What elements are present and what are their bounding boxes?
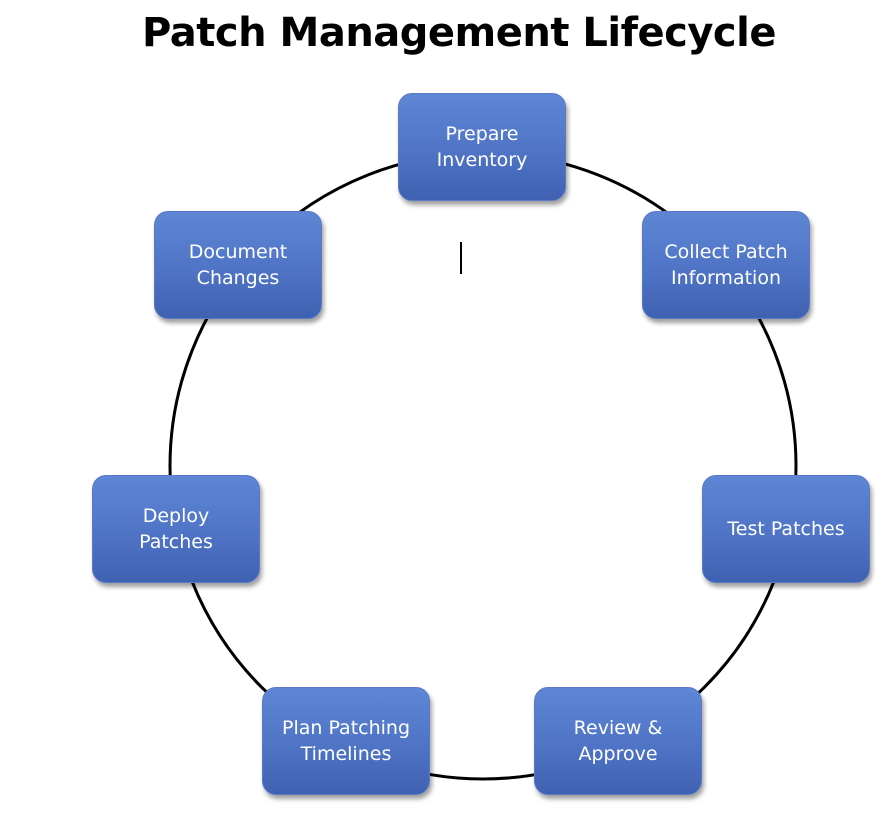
- step-collect-patch-information[interactable]: Collect Patch Information: [642, 211, 810, 319]
- step-deploy-patches[interactable]: Deploy Patches: [92, 475, 260, 583]
- diagram-title: Patch Management Lifecycle: [142, 10, 776, 56]
- step-test-patches[interactable]: Test Patches: [702, 475, 870, 583]
- step-plan-patching-timelines[interactable]: Plan Patching Timelines: [262, 687, 430, 795]
- step-review-approve[interactable]: Review & Approve: [534, 687, 702, 795]
- step-prepare-inventory[interactable]: Prepare Inventory: [398, 93, 566, 201]
- step-document-changes[interactable]: Document Changes: [154, 211, 322, 319]
- text-cursor: [460, 242, 462, 274]
